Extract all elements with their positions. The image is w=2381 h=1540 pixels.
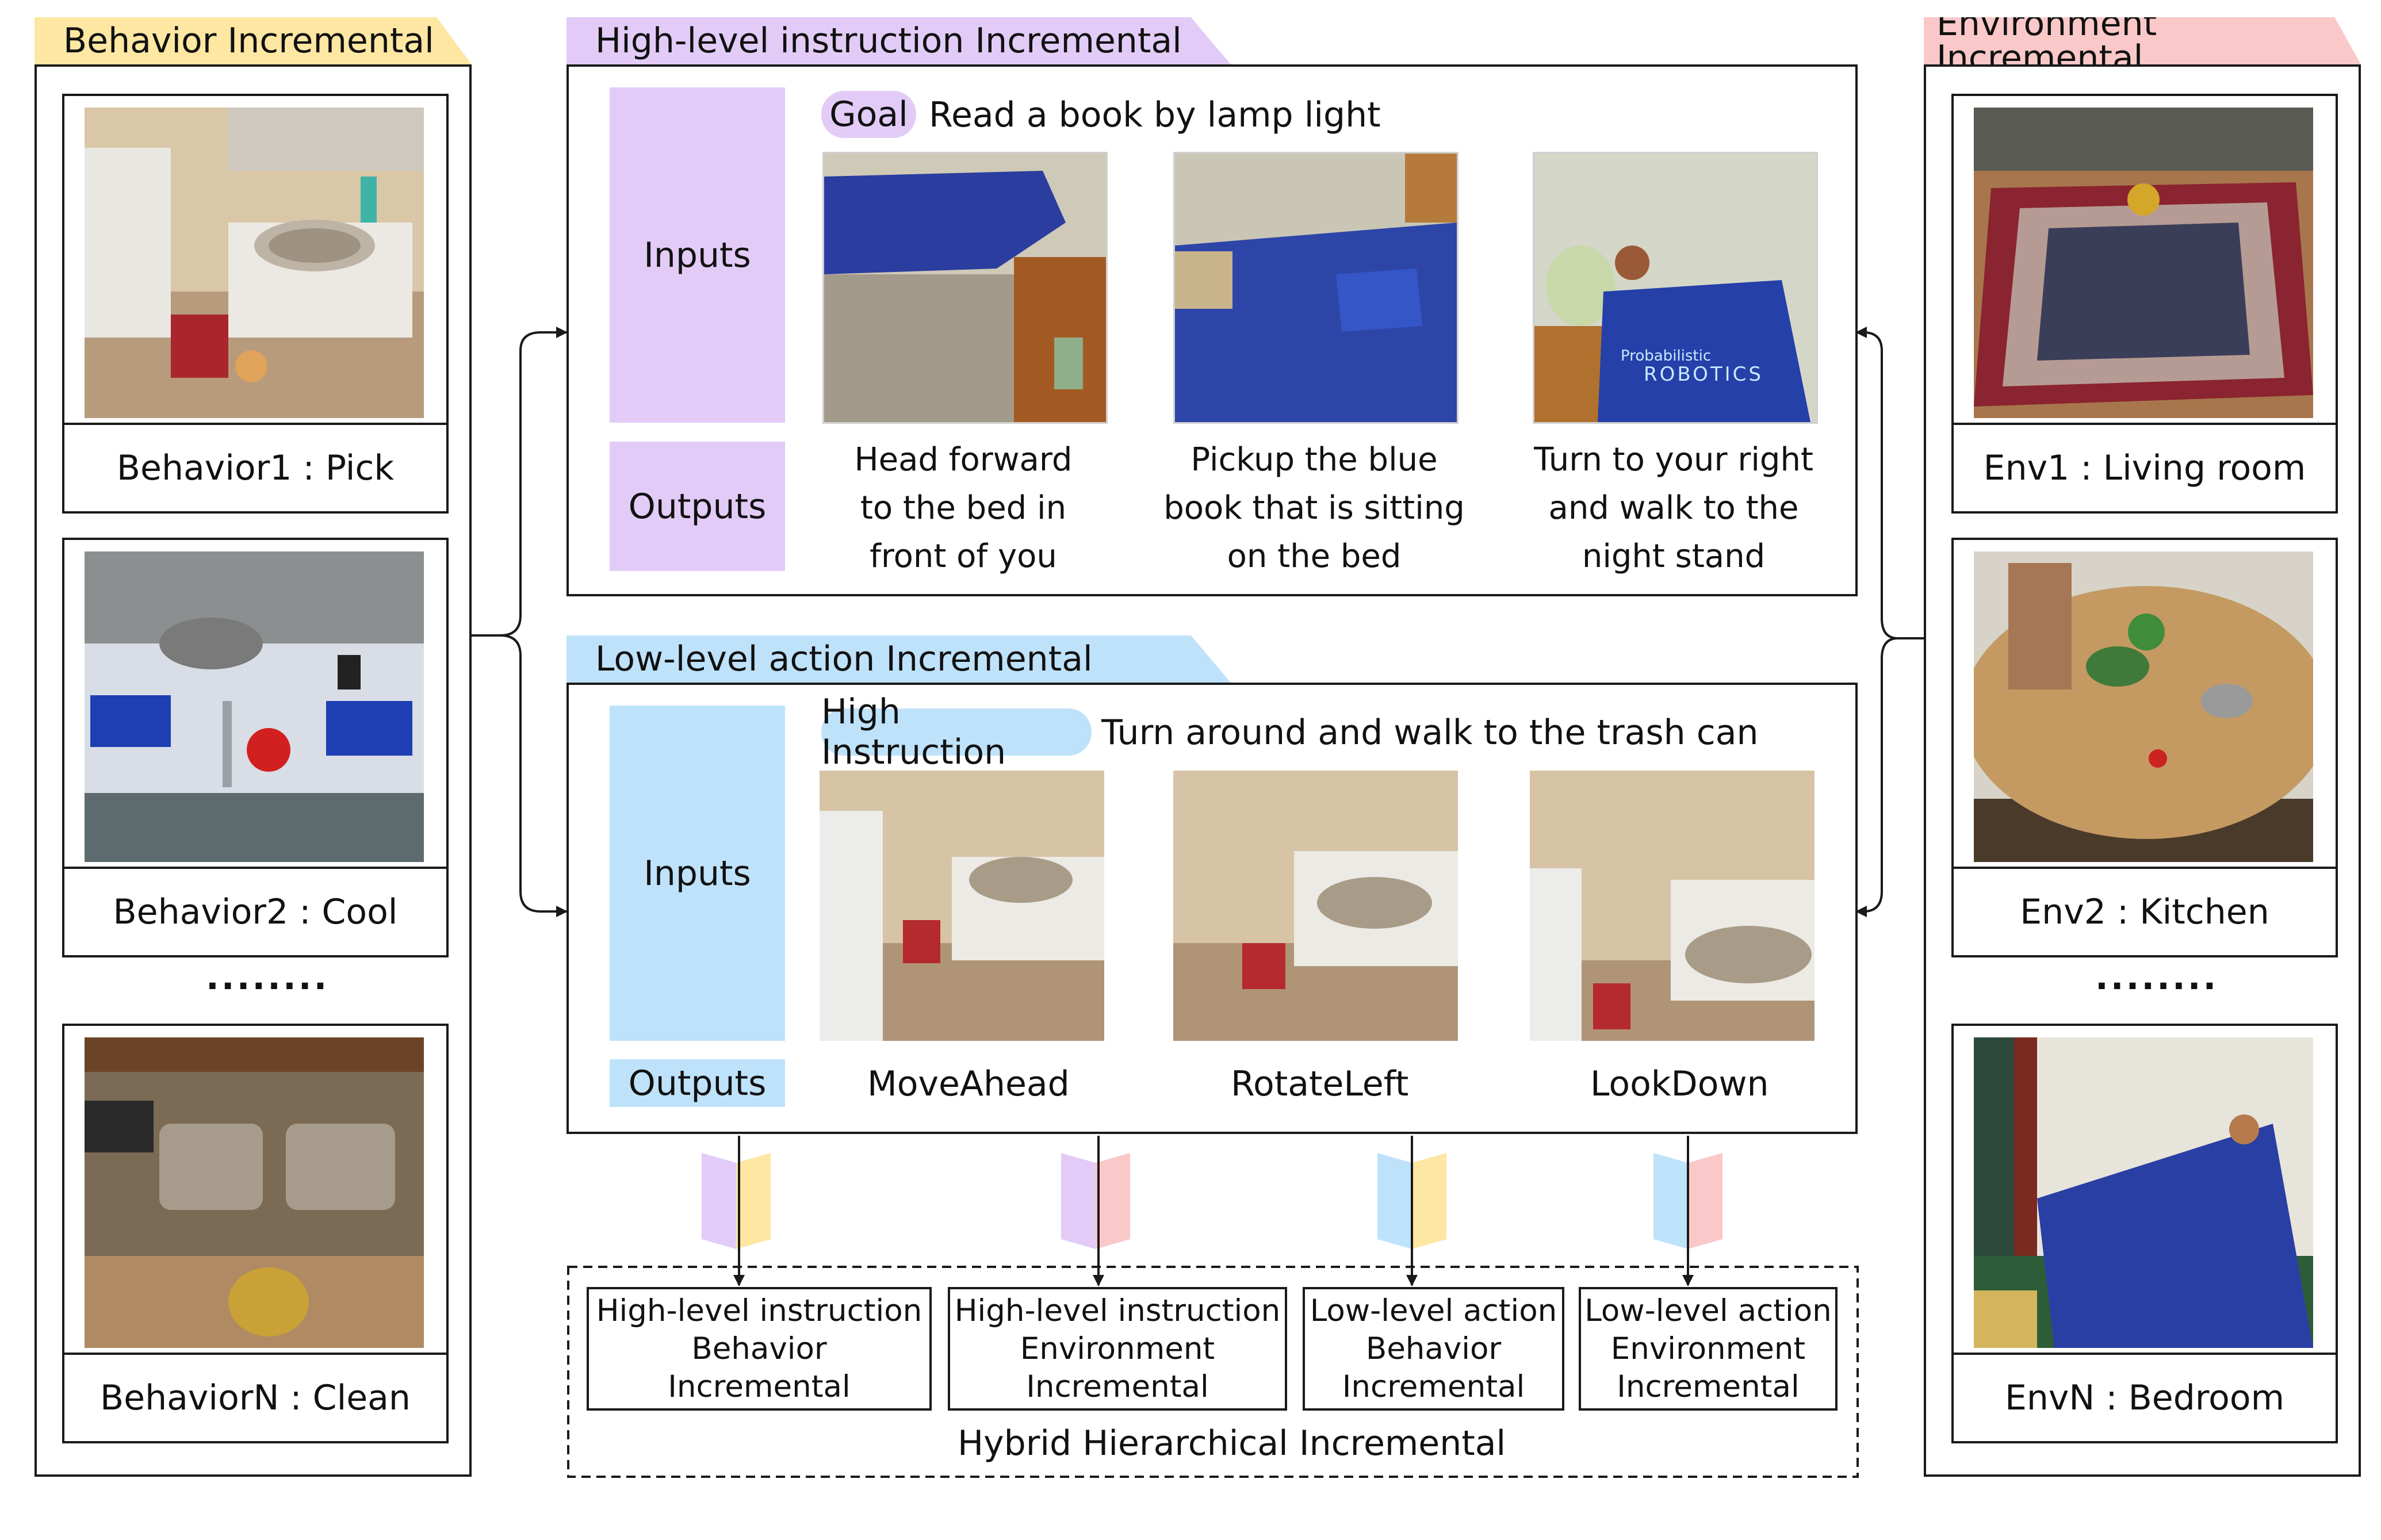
action-rotate-left: RotateLeft — [1231, 1064, 1409, 1104]
hybrid-box-1-line-3: Incremental — [668, 1369, 851, 1404]
low-level-tab: Low-level action Incremental — [566, 635, 1231, 683]
hybrid-title: Hybrid Hierarchical Incremental — [958, 1423, 1506, 1464]
left-bracket-arrow — [472, 327, 568, 917]
high-level-output-2: Pickup the blue book that is sitting on … — [1147, 436, 1481, 581]
environment-card-2: Env2 : Kitchen — [1951, 538, 2338, 957]
goal-text: Read a book by lamp light — [929, 95, 1381, 135]
low-level-outputs-label: Outputs — [610, 1059, 785, 1107]
output-3-line-2: and walk to the — [1548, 489, 1799, 527]
frame-sink-left — [820, 771, 1104, 1041]
scene-bedroom — [1974, 1037, 2313, 1348]
behavior-card-3-label: BehaviorN : Clean — [64, 1353, 446, 1441]
output-1-line-2: to the bed in — [860, 489, 1067, 527]
ribbon-hl-environment — [1061, 1153, 1130, 1249]
book-cover-line1: Probabilistic — [1621, 347, 1711, 365]
hybrid-box-2-line-2: Environment — [1020, 1331, 1215, 1366]
ribbon-ll-behavior — [1377, 1153, 1446, 1249]
hybrid-box-4-line-2: Environment — [1610, 1331, 1806, 1366]
right-bracket-arrow — [1855, 327, 1924, 917]
low-level-inputs-label: Inputs — [610, 706, 785, 1041]
environment-card-3-label: EnvN : Bedroom — [1954, 1353, 2336, 1441]
environment-tab: Environment Incremental — [1924, 17, 2361, 64]
hybrid-box-1-line-1: High-level instruction — [596, 1293, 922, 1328]
high-instruction-text: Turn around and walk to the trash can — [1101, 712, 1759, 753]
output-3-line-3: night stand — [1582, 538, 1766, 575]
behavior-card-1-label: Behavior1 : Pick — [64, 423, 446, 511]
output-2-line-1: Pickup the blue — [1190, 441, 1438, 478]
environment-card-1-label: Env1 : Living room — [1954, 423, 2336, 511]
down-arrows — [733, 1136, 1694, 1286]
scene-bathroom-sink — [85, 108, 424, 418]
output-3-line-1: Turn to your right — [1534, 441, 1813, 478]
low-level-title: Low-level action Incremental — [595, 639, 1093, 679]
goal-tag: Goal — [821, 91, 916, 138]
high-level-outputs-label: Outputs — [610, 442, 785, 571]
environment-title: Environment Incremental — [1936, 3, 2157, 78]
action-look-down: LookDown — [1590, 1064, 1769, 1104]
frame-book-on-bed — [1173, 152, 1459, 424]
environment-ellipsis: ........ — [2095, 957, 2219, 998]
hybrid-box-3-line-2: Behavior — [1365, 1331, 1502, 1366]
hybrid-box-4-line-1: Low-level action — [1584, 1293, 1832, 1328]
hybrid-frame — [567, 1266, 1859, 1478]
output-2-line-3: on the bed — [1227, 538, 1402, 575]
hybrid-box-3-line-1: Low-level action — [1310, 1293, 1557, 1328]
scene-living-room — [1974, 108, 2313, 418]
hybrid-box-2-line-1: High-level instruction — [954, 1293, 1281, 1328]
behavior-card-1: Behavior1 : Pick — [62, 94, 449, 514]
behavior-card-2: Behavior2 : Cool — [62, 538, 449, 957]
hybrid-box-2: High-level instruction Environment Incre… — [948, 1287, 1287, 1411]
scene-double-sink — [85, 1037, 424, 1348]
ribbon-ll-environment — [1653, 1153, 1722, 1249]
frame-robotics-book: Probabilistic ROBOTICS — [1533, 152, 1818, 424]
environment-card-2-label: Env2 : Kitchen — [1954, 867, 2336, 955]
high-level-inputs-label: Inputs — [610, 87, 785, 423]
output-2-line-2: book that is sitting — [1163, 489, 1465, 527]
high-level-output-3: Turn to your right and walk to the night… — [1507, 436, 1840, 581]
behavior-card-2-label: Behavior2 : Cool — [64, 867, 446, 955]
ribbon-hl-behavior — [702, 1153, 771, 1249]
high-level-tab: High-level instruction Incremental — [566, 17, 1231, 64]
hybrid-box-1-line-2: Behavior — [691, 1331, 827, 1366]
book-cover-line2: ROBOTICS — [1644, 363, 1763, 386]
environment-card-3: EnvN : Bedroom — [1951, 1024, 2338, 1443]
behavior-ellipsis: ........ — [206, 957, 330, 998]
high-level-output-1: Head forward to the bed in front of you — [805, 436, 1121, 581]
high-instruction-tag: High Instruction — [821, 692, 1092, 772]
hybrid-box-3-line-3: Incremental — [1342, 1369, 1525, 1404]
frame-sink-center — [1173, 771, 1458, 1041]
output-1-line-3: front of you — [870, 538, 1057, 575]
hybrid-box-1: High-level instruction Behavior Incremen… — [587, 1287, 932, 1411]
frame-bed-view — [822, 152, 1108, 424]
hybrid-box-3: Low-level action Behavior Incremental — [1303, 1287, 1564, 1411]
high-level-title: High-level instruction Incremental — [595, 21, 1182, 61]
behavior-title: Behavior Incremental — [63, 21, 434, 61]
scene-kitchen-table — [85, 551, 424, 862]
hybrid-box-2-line-3: Incremental — [1026, 1369, 1209, 1404]
output-1-line-1: Head forward — [854, 441, 1073, 478]
scene-kitchen — [1974, 551, 2313, 862]
action-move-ahead: MoveAhead — [867, 1064, 1070, 1104]
frame-sink-down — [1530, 771, 1815, 1041]
environment-card-1: Env1 : Living room — [1951, 94, 2338, 514]
behavior-card-3: BehaviorN : Clean — [62, 1024, 449, 1443]
behavior-tab: Behavior Incremental — [35, 17, 472, 64]
hybrid-box-4: Low-level action Environment Incremental — [1579, 1287, 1838, 1411]
hybrid-box-4-line-3: Incremental — [1617, 1369, 1800, 1404]
